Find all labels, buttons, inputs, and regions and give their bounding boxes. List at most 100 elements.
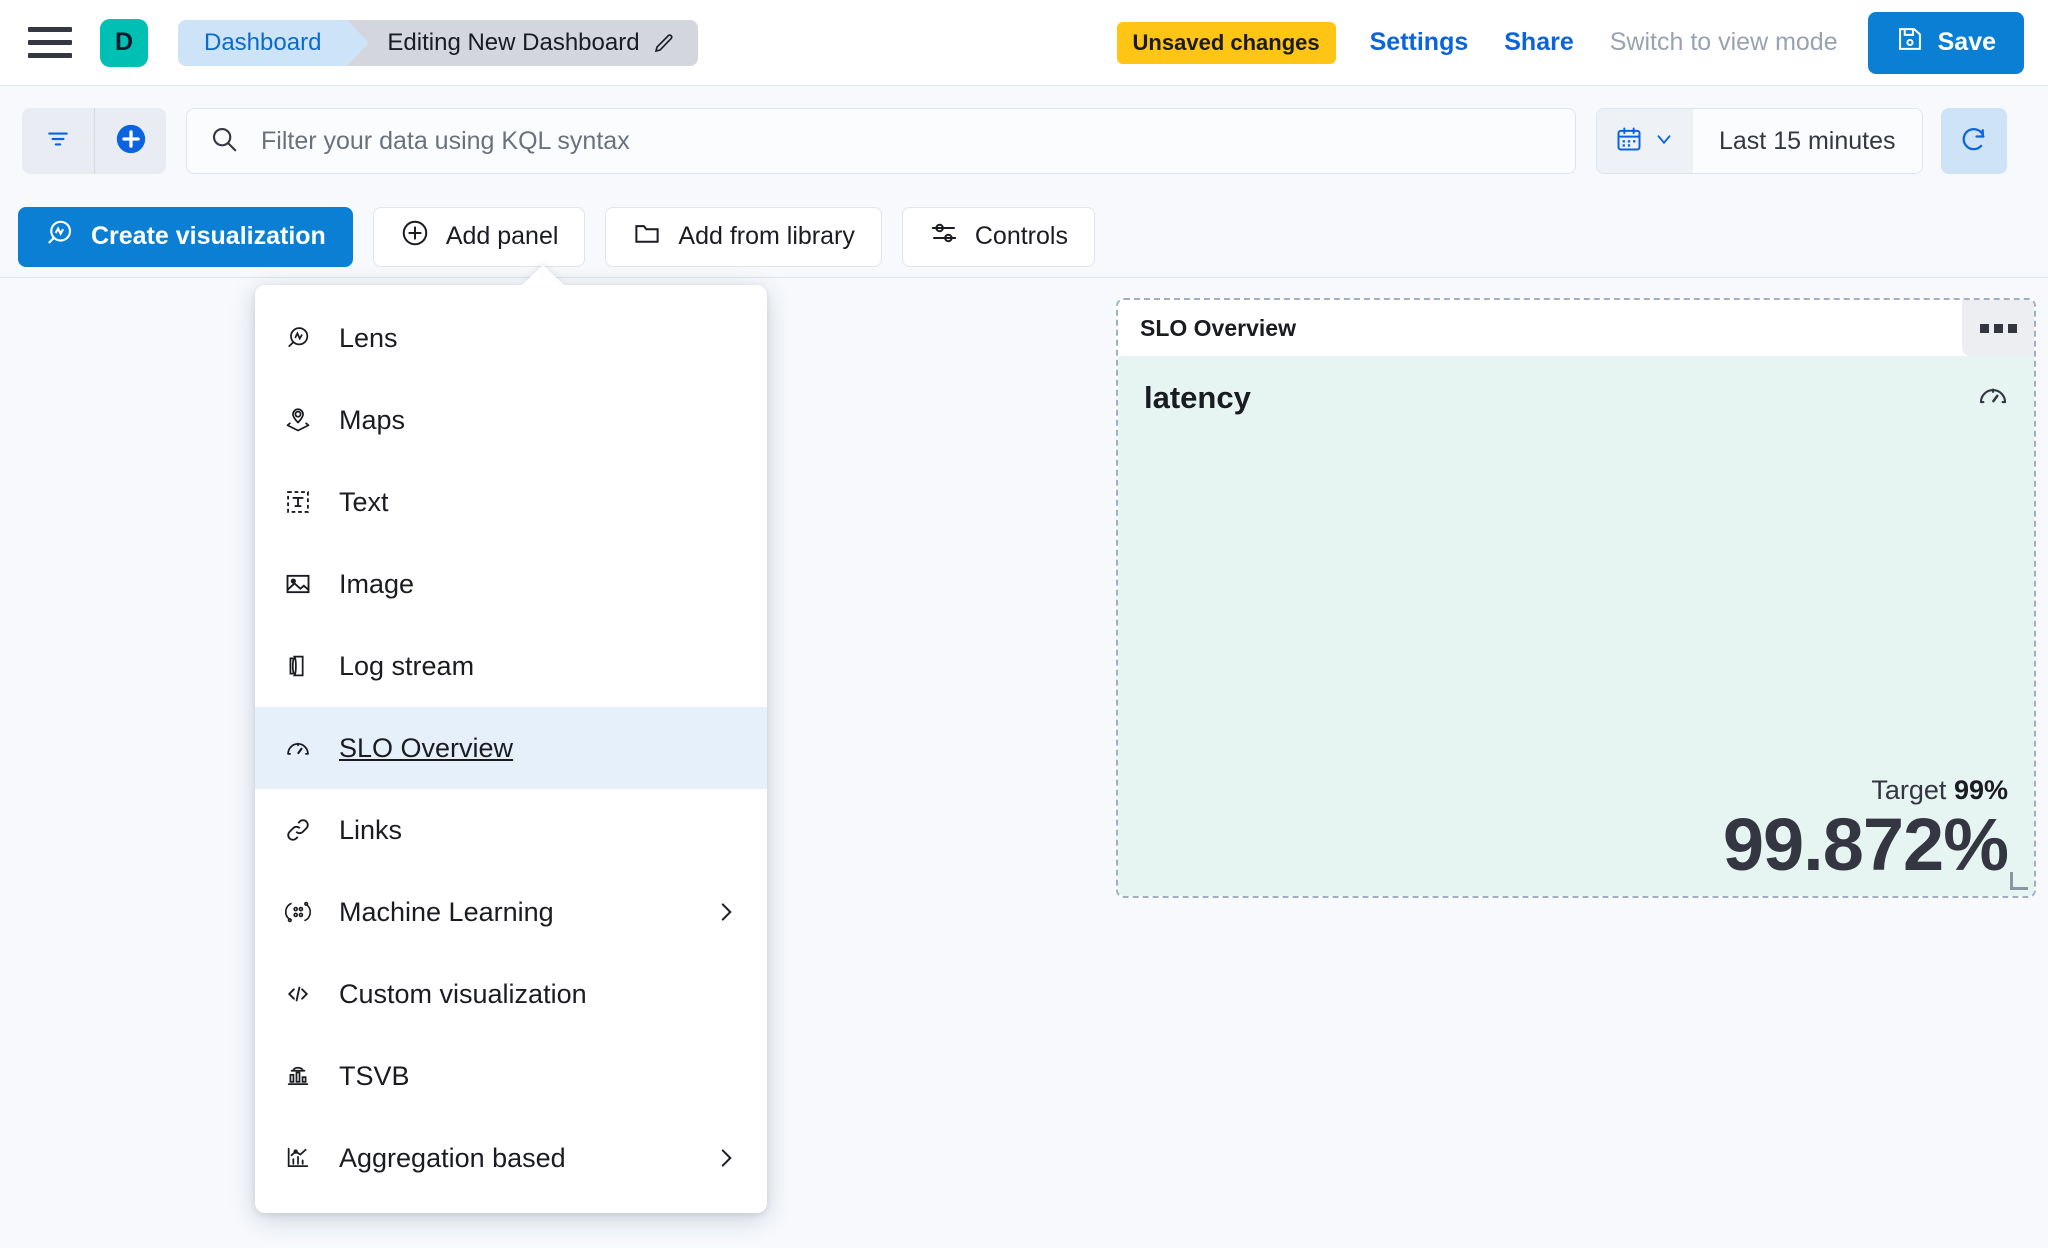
- date-range-picker: Last 15 minutes: [1596, 108, 1923, 174]
- breadcrumb-dashboard[interactable]: Dashboard: [178, 19, 370, 66]
- menu-item-label: Aggregation based: [339, 1142, 566, 1173]
- add-from-library-label: Add from library: [678, 222, 855, 250]
- hamburger-line: [28, 40, 72, 45]
- breadcrumb-current[interactable]: Editing New Dashboard: [347, 19, 698, 66]
- map-marker-layers-icon: [283, 406, 313, 434]
- create-visualization-button[interactable]: Create visualization: [18, 206, 353, 267]
- three-squares-icon: [1979, 323, 1989, 333]
- menu-item-label: Custom visualization: [339, 978, 587, 1009]
- menu-item-tsvb[interactable]: TSVB: [255, 1035, 767, 1117]
- code-icon: [283, 980, 313, 1008]
- create-visualization-label: Create visualization: [91, 222, 326, 250]
- add-panel-button[interactable]: Add panel: [372, 206, 586, 267]
- slo-target-label: Target: [1871, 775, 1947, 805]
- three-squares-icon: [1993, 323, 2003, 333]
- add-panel-menu: Lens Maps Text Image: [255, 265, 767, 1213]
- panel-header: SLO Overview: [1118, 300, 2034, 356]
- pencil-icon[interactable]: [652, 31, 676, 55]
- slo-current-value: 99.872%: [1722, 803, 2009, 886]
- lens-icon: [45, 218, 75, 255]
- plus-circle-icon: [114, 122, 148, 161]
- search-input[interactable]: [261, 126, 1553, 156]
- menu-item-label: SLO Overview: [339, 732, 514, 763]
- menu-item-label: Log stream: [339, 650, 475, 681]
- link-icon: [283, 816, 313, 844]
- menu-item-image[interactable]: Image: [255, 543, 767, 625]
- chevron-right-icon: [713, 1145, 739, 1171]
- menu-item-label: TSVB: [339, 1060, 410, 1091]
- hamburger-line: [28, 53, 72, 58]
- breadcrumb: Dashboard Editing New Dashboard: [178, 19, 698, 66]
- image-icon: [283, 570, 313, 598]
- space-avatar[interactable]: D: [100, 18, 148, 67]
- menu-item-label: Image: [339, 568, 415, 599]
- add-panel-label: Add panel: [445, 222, 559, 250]
- add-from-library-button[interactable]: Add from library: [605, 206, 882, 267]
- controls-button[interactable]: Controls: [901, 206, 1095, 267]
- query-input-wrapper[interactable]: [186, 108, 1576, 174]
- panel-context-menu-button[interactable]: [1962, 300, 2034, 356]
- tsvb-icon: [283, 1062, 313, 1090]
- gauge-icon: [1976, 378, 2010, 417]
- unsaved-changes-badge: Unsaved changes: [1116, 21, 1336, 64]
- menu-item-custom-visualization[interactable]: Custom visualization: [255, 953, 767, 1035]
- calendar-icon: [1615, 125, 1643, 158]
- save-button[interactable]: Save: [1867, 11, 2024, 74]
- slo-target: Target 99%: [1723, 775, 2008, 806]
- date-range-value[interactable]: Last 15 minutes: [1693, 109, 1922, 173]
- top-header-bar: D Dashboard Editing New Dashboard Unsave…: [0, 0, 2048, 86]
- panel-title: SLO Overview: [1140, 314, 1296, 341]
- settings-link[interactable]: Settings: [1369, 28, 1469, 56]
- chevron-down-icon: [1653, 128, 1675, 155]
- machine-learning-icon: [283, 898, 313, 926]
- sliders-icon: [929, 218, 959, 255]
- slo-target-value: 99%: [1953, 775, 2008, 805]
- menu-item-maps[interactable]: Maps: [255, 379, 767, 461]
- gauge-icon: [283, 734, 313, 762]
- menu-item-label: Maps: [339, 404, 406, 435]
- refresh-icon: [1959, 124, 1989, 159]
- date-quick-select-button[interactable]: [1597, 109, 1693, 173]
- save-button-label: Save: [1937, 28, 1996, 56]
- menu-item-links[interactable]: Links: [255, 789, 767, 871]
- text-box-icon: [283, 488, 313, 516]
- space-avatar-label: D: [114, 28, 134, 56]
- search-icon: [209, 124, 239, 159]
- popover-arrow: [521, 265, 565, 286]
- menu-item-text[interactable]: Text: [255, 461, 767, 543]
- breadcrumb-dashboard-label: Dashboard: [204, 28, 322, 56]
- add-filter-button[interactable]: [94, 108, 166, 174]
- slo-overview-panel[interactable]: SLO Overview latency Target 99% 99.872%: [1116, 298, 2036, 898]
- lens-icon: [283, 324, 313, 352]
- three-squares-icon: [2007, 323, 2017, 333]
- controls-label: Controls: [974, 222, 1068, 250]
- menu-item-label: Lens: [339, 322, 398, 353]
- refresh-button[interactable]: [1940, 108, 2007, 174]
- log-stream-icon: [283, 652, 313, 680]
- menu-item-log-stream[interactable]: Log stream: [255, 625, 767, 707]
- plus-circle-icon: [400, 218, 430, 255]
- switch-to-view-mode-link[interactable]: Switch to view mode: [1609, 28, 1838, 56]
- share-link[interactable]: Share: [1504, 28, 1574, 56]
- breadcrumb-current-label: Editing New Dashboard: [387, 28, 640, 56]
- chevron-right-icon: [713, 899, 739, 925]
- header-actions: Unsaved changes Settings Share Switch to…: [1116, 11, 2048, 74]
- menu-item-label: Text: [339, 486, 389, 517]
- hamburger-menu-icon[interactable]: [28, 26, 72, 60]
- menu-item-aggregation-based[interactable]: Aggregation based: [255, 1117, 767, 1199]
- floppy-disk-icon: [1896, 25, 1924, 60]
- menu-item-label: Machine Learning: [339, 896, 554, 927]
- menu-item-slo-overview[interactable]: SLO Overview: [255, 707, 767, 789]
- panel-body: latency Target 99% 99.872%: [1118, 356, 2034, 896]
- menu-item-lens[interactable]: Lens: [255, 297, 767, 379]
- menu-item-label: Links: [339, 814, 403, 845]
- query-bar: Last 15 minutes: [0, 86, 2048, 196]
- resize-corner-icon[interactable]: [2010, 872, 2028, 890]
- slo-stats: Target 99% 99.872%: [1722, 775, 2009, 886]
- dashboard-toolbar: Create visualization Add panel Add from …: [0, 196, 2048, 278]
- aggregation-icon: [283, 1144, 313, 1172]
- filter-lines-icon: [45, 126, 71, 157]
- filter-options-button[interactable]: [22, 108, 94, 174]
- filter-button-group: [22, 108, 166, 174]
- menu-item-machine-learning[interactable]: Machine Learning: [255, 871, 767, 953]
